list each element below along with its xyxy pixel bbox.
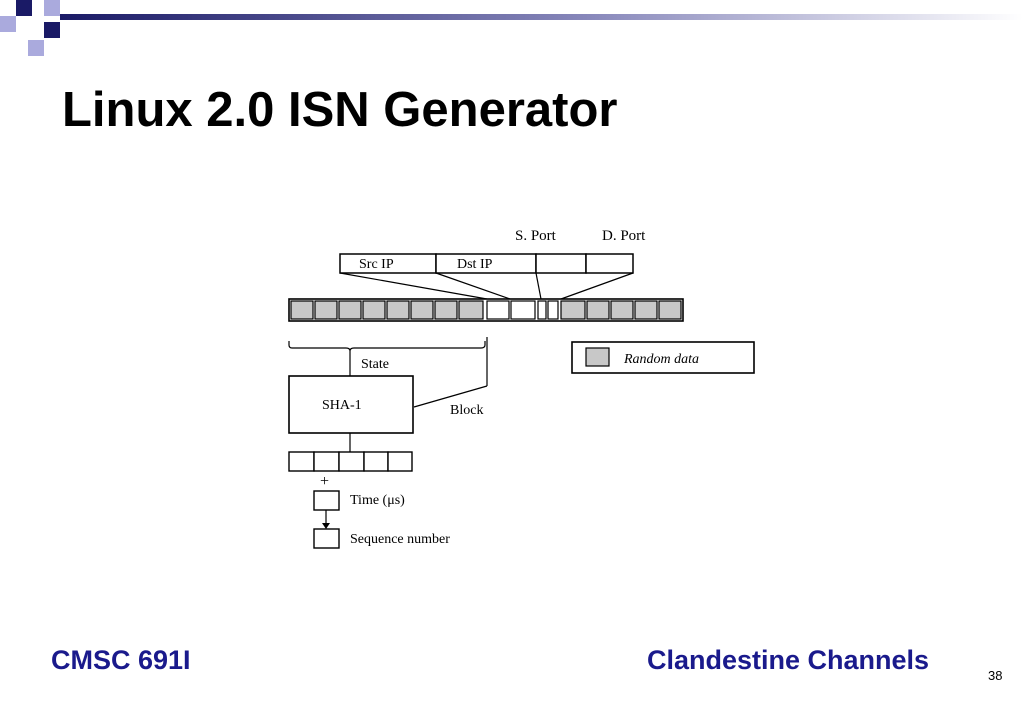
dst-ip-text: Dst IP bbox=[457, 257, 493, 272]
state-label: State bbox=[361, 357, 389, 372]
input-block-row bbox=[288, 298, 684, 322]
time-box bbox=[313, 490, 340, 511]
hash-output-row bbox=[288, 451, 413, 472]
sha1-box bbox=[288, 375, 414, 434]
footer-topic: Clandestine Channels bbox=[647, 645, 930, 675]
page-number: 38 bbox=[988, 668, 1003, 683]
deco-square-navy-top bbox=[16, 0, 32, 16]
legend-swatch bbox=[585, 347, 610, 367]
deco-square-lavender-bottom bbox=[28, 40, 44, 56]
header-decoration bbox=[0, 0, 1023, 56]
block-label: Block bbox=[450, 403, 483, 418]
legend-label: Random data bbox=[623, 352, 699, 367]
src-port-field bbox=[535, 253, 587, 274]
sequence-number-box bbox=[313, 528, 340, 549]
sequence-number-label: Sequence number bbox=[350, 532, 450, 547]
slide-title: Linux 2.0 ISN Generator bbox=[62, 83, 618, 137]
deco-square-navy-mid bbox=[44, 22, 60, 38]
dst-port-field bbox=[585, 253, 634, 274]
src-port-label: S. Port bbox=[515, 228, 557, 244]
plus-sign: + bbox=[320, 473, 329, 490]
header-fields-row bbox=[339, 253, 634, 274]
sha1-label: SHA-1 bbox=[322, 398, 362, 413]
footer-course: CMSC 691I bbox=[51, 645, 191, 675]
time-label: Time (μs) bbox=[350, 493, 405, 508]
src-ip-text: Src IP bbox=[359, 257, 394, 272]
header-gradient-bar bbox=[60, 14, 1023, 20]
deco-square-lavender-top bbox=[44, 0, 60, 16]
deco-square-lavender-left bbox=[0, 16, 16, 32]
dst-port-label: D. Port bbox=[602, 228, 646, 244]
